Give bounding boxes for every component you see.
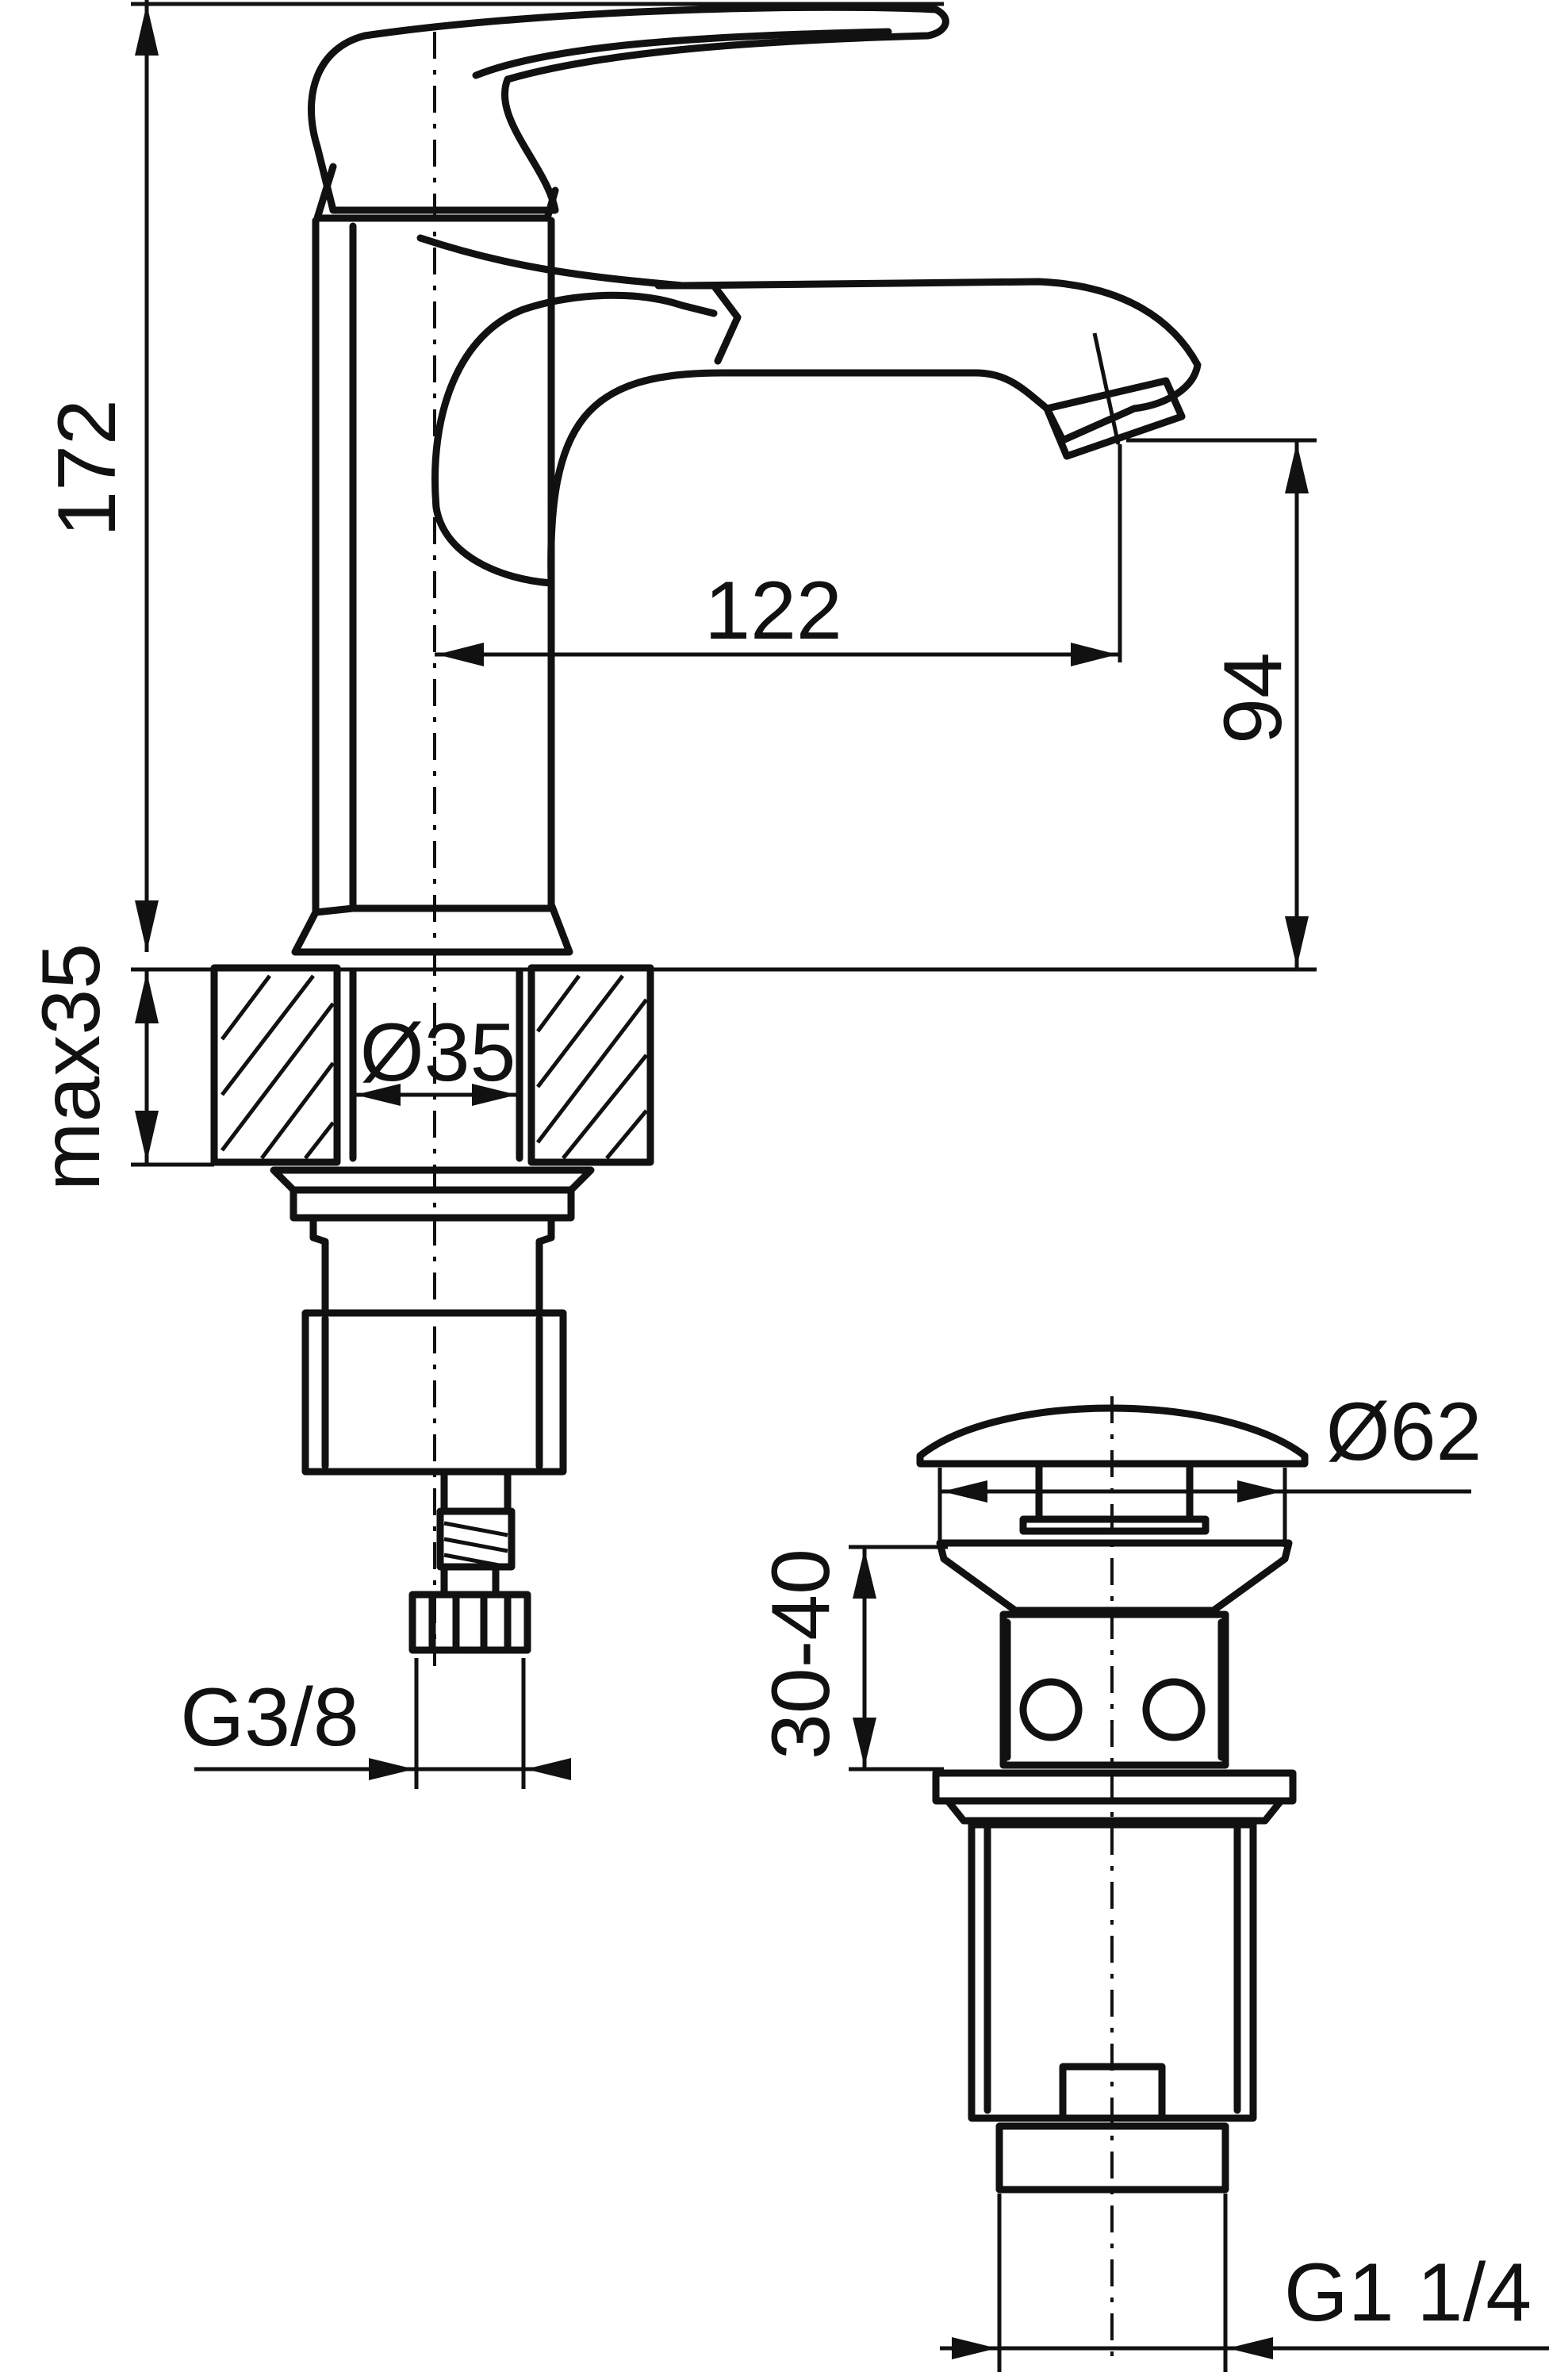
dim-122-label: 122: [704, 565, 842, 657]
supply-hose: [440, 1472, 512, 1515]
arrowhead: [853, 1718, 876, 1767]
arrowhead: [853, 1549, 876, 1599]
faucet-handle: [308, 3, 949, 214]
arrowhead: [1071, 643, 1118, 666]
faucet-spout: [416, 234, 1202, 587]
faucet-drawing: [210, 3, 1202, 1666]
waste-body-upper: [999, 1610, 1229, 1769]
dim-172-label: 172: [41, 399, 133, 537]
waste-flange: [936, 1539, 1293, 1614]
faucet-collar: [313, 163, 559, 222]
deck-section: [210, 964, 341, 1166]
hose-nut: [408, 1591, 531, 1654]
arrowhead: [1285, 916, 1309, 967]
arrowhead: [942, 1480, 987, 1503]
hose-nut-lines: [428, 1595, 512, 1650]
waste-body-inner: [1003, 1618, 1225, 1761]
deck-hatching: [220, 974, 648, 1160]
arrowhead: [472, 1084, 517, 1106]
arrowhead: [952, 2337, 997, 2359]
dim-d62-ext: [937, 1468, 1287, 1547]
sleeve-line: [321, 1315, 543, 1470]
mounting-sleeve: [301, 1309, 567, 1476]
arrowhead: [437, 643, 484, 666]
overflow-hole: [1142, 1678, 1206, 1741]
arrowhead: [135, 1111, 159, 1162]
arrowhead: [135, 900, 159, 952]
waste-thread-end: [995, 2122, 1229, 2194]
arrowhead: [1228, 2337, 1273, 2359]
dim-d62-label: Ø62: [1326, 1386, 1482, 1478]
mounting-washer: [289, 1186, 575, 1222]
waste-cap-neck: [1019, 1515, 1210, 1535]
overflow-hole: [1019, 1678, 1083, 1741]
waste-tail: [968, 1821, 1257, 2122]
deck-hole-bore: [349, 968, 523, 1162]
arrowhead: [526, 1758, 571, 1780]
dim-94-label: 94: [1207, 652, 1299, 744]
waste-ring: [944, 1797, 1285, 1825]
waste-cap: [916, 1404, 1309, 1468]
mounting-nut: [309, 1214, 555, 1317]
body-base-line: [312, 904, 357, 916]
arrowhead: [369, 1758, 414, 1780]
faucet-body: [291, 217, 573, 956]
dim-d35-label: Ø35: [360, 1007, 516, 1099]
arrowhead: [1237, 1480, 1283, 1503]
deck-section: [527, 964, 654, 1166]
arrowhead: [135, 4, 159, 56]
spout-aerator: [1043, 377, 1186, 460]
spout-joint: [654, 282, 742, 365]
dim-g114-ext: [997, 2194, 1228, 2372]
hose-nipple: [440, 1563, 500, 1599]
supply-hose: [436, 1507, 516, 1571]
waste-drawing: [916, 1396, 1309, 2364]
waste-ring: [932, 1769, 1297, 1805]
handle-inner-curve: [472, 28, 892, 79]
dim-g114-label: G1 1/4: [1284, 2247, 1532, 2339]
dim-max35-label: max35: [25, 943, 117, 1191]
waste-plug-stem: [1059, 2063, 1166, 2122]
dimension-lines: 172 max35 Ø35 122 94 G3/8: [25, 0, 1549, 2372]
arrowhead: [355, 1084, 401, 1106]
arrowhead: [1285, 443, 1309, 493]
arrowhead: [135, 972, 159, 1023]
dim-g38-label: G3/8: [180, 1672, 358, 1764]
hose-spring: [443, 1521, 508, 1569]
waste-tail-inner: [983, 1825, 1241, 2114]
aerator-axis: [1092, 332, 1121, 445]
dim-3040-label: 30-40: [755, 1549, 847, 1760]
